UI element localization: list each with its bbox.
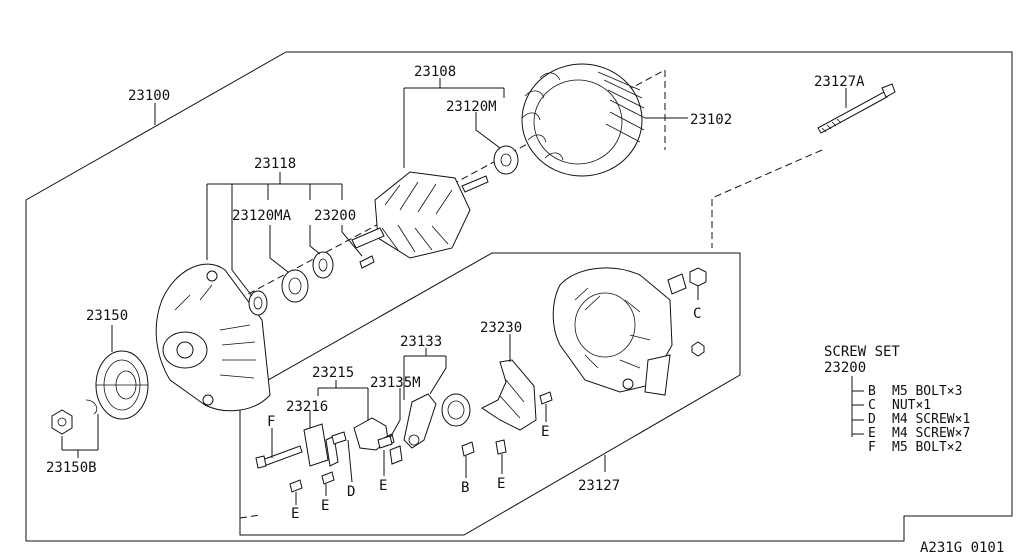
leader-23150B xyxy=(61,414,99,458)
callout-23135M: 23135M xyxy=(370,375,421,391)
front-housing xyxy=(155,263,271,412)
letter-d: D xyxy=(347,484,355,500)
screw-e4 xyxy=(495,439,507,455)
screw-set-bracket xyxy=(851,376,864,437)
callout-23120M: 23120M xyxy=(446,99,497,115)
callout-23230: 23230 xyxy=(480,320,522,336)
rectifier-23230 xyxy=(481,359,537,431)
leader-23120M xyxy=(475,112,501,149)
callout-23127: 23127 xyxy=(578,478,620,494)
screw-e1 xyxy=(289,479,303,493)
letter-e-rect: E xyxy=(497,476,505,492)
callout-23150: 23150 xyxy=(86,308,128,324)
leader-23118 xyxy=(206,172,363,297)
insulator-plate xyxy=(441,393,471,427)
callout-23216: 23216 xyxy=(286,399,328,415)
leader-23135M xyxy=(389,388,401,439)
screw-e5 xyxy=(539,391,553,405)
screw-set-desc-d: M4 SCREW×1 xyxy=(892,412,970,427)
screw-set-desc-c: NUT×1 xyxy=(892,398,931,413)
leader-23108 xyxy=(403,78,505,168)
screw-set-desc-f: M5 BOLT×2 xyxy=(892,440,962,455)
through-bolt-23127A xyxy=(817,83,896,134)
bolt-f xyxy=(255,445,303,469)
callout-23127A: 23127A xyxy=(814,74,865,90)
leader-23133 xyxy=(403,348,447,400)
callout-23215: 23215 xyxy=(312,365,354,381)
screw-set-letter-e: E xyxy=(868,426,876,441)
callout-23100: 23100 xyxy=(128,88,170,104)
screw-set-number: 23200 xyxy=(824,360,866,376)
letter-c: C xyxy=(693,306,701,322)
bearing-23120MA xyxy=(281,269,309,303)
callout-23133: 23133 xyxy=(400,334,442,350)
callout-23118: 23118 xyxy=(254,156,296,172)
letter-e-left: E xyxy=(291,506,299,522)
rear-housing xyxy=(552,267,673,396)
axis-line-bolt xyxy=(711,149,823,248)
screw-e2 xyxy=(321,471,335,485)
screw-set-desc-e: M4 SCREW×7 xyxy=(892,426,970,441)
outer-frame xyxy=(25,51,1013,542)
axis-line-rear xyxy=(239,514,261,519)
screw-set-letter-c: C xyxy=(868,398,876,413)
spacer-ring xyxy=(248,290,268,316)
screw-set-letter-b: B xyxy=(868,384,876,399)
letter-e-mid: E xyxy=(321,498,329,514)
callout-23150B: 23150B xyxy=(46,460,97,476)
screw-d xyxy=(331,431,347,445)
terminal-nut xyxy=(667,267,707,357)
leader-d xyxy=(347,439,353,483)
letter-e-right: E xyxy=(541,424,549,440)
callout-23120MA: 23120MA xyxy=(232,208,292,224)
screw-set-letter-d: D xyxy=(868,412,876,427)
brush-holder-23133 xyxy=(403,393,437,449)
figure-code: A231G 0101 xyxy=(920,540,1004,556)
callout-23102: 23102 xyxy=(690,112,732,128)
callout-23200: 23200 xyxy=(314,208,356,224)
screw-set-title: SCREW SET xyxy=(824,344,900,360)
letter-b: B xyxy=(461,480,469,496)
screw-set-letter-f: F xyxy=(868,440,876,455)
letter-e-reg: E xyxy=(379,478,387,494)
screw-b xyxy=(461,441,475,457)
rotor-23108 xyxy=(351,171,489,259)
nut-23150B xyxy=(51,399,98,435)
screw-23200 xyxy=(359,255,375,269)
screw-e3 xyxy=(377,435,393,449)
stator-23102 xyxy=(521,63,646,177)
leader-23215 xyxy=(317,380,369,420)
bearing-23120M xyxy=(493,145,519,175)
spacer-plate xyxy=(312,251,334,279)
pulley-23150 xyxy=(95,350,149,420)
callout-23108: 23108 xyxy=(414,64,456,80)
screw-set-desc-b: M5 BOLT×3 xyxy=(892,384,962,399)
brush-23216 xyxy=(303,423,339,467)
letter-f: F xyxy=(267,414,275,430)
